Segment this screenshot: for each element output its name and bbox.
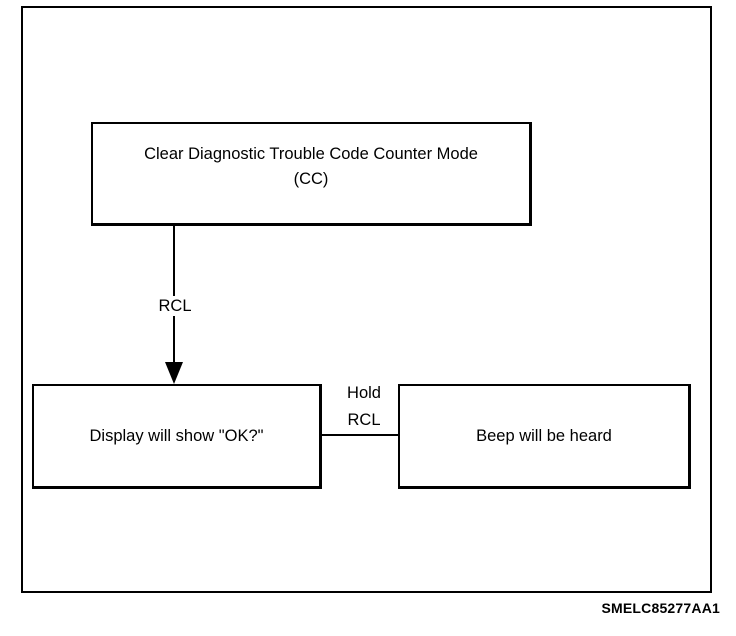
display-ok-box: Display will show "OK?" xyxy=(32,384,322,489)
diagram-frame xyxy=(21,6,712,593)
beep-box: Beep will be heard xyxy=(398,384,691,489)
arrowhead-down-icon xyxy=(165,362,183,384)
edge-label-hold: Hold xyxy=(336,383,392,403)
figure-reference-code: SMELC85277AA1 xyxy=(601,600,720,616)
beep-text: Beep will be heard xyxy=(476,426,612,445)
clear-dtc-counter-mode-box: Clear Diagnostic Trouble Code Counter Mo… xyxy=(91,122,532,226)
edge-label-hold-rcl: RCL xyxy=(336,410,392,430)
display-ok-text: Display will show "OK?" xyxy=(89,426,264,445)
clear-mode-title: Clear Diagnostic Trouble Code Counter Mo… xyxy=(144,144,478,163)
edge-label-rcl: RCL xyxy=(150,296,200,316)
clear-mode-abbrev: (CC) xyxy=(293,169,329,188)
